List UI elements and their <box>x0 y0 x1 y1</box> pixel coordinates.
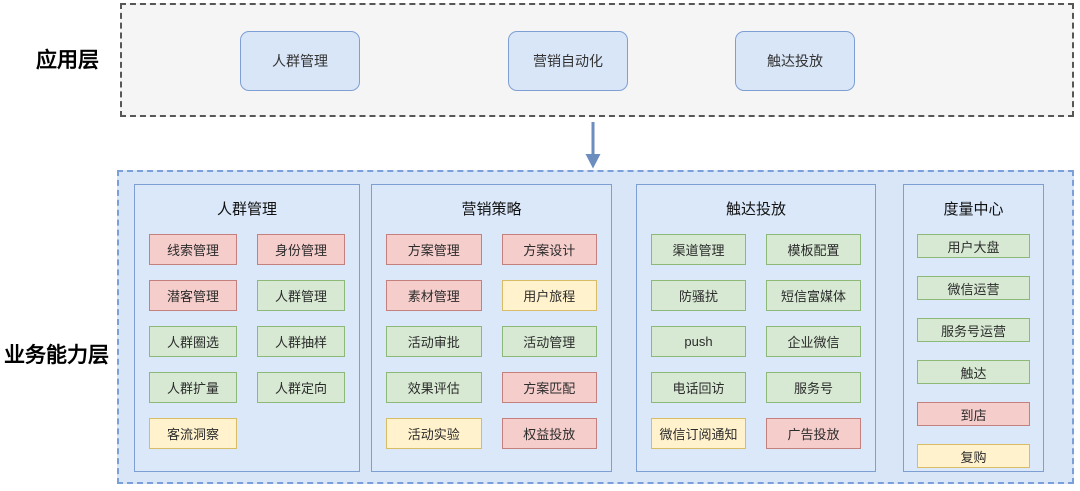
capability-item: push <box>651 326 746 357</box>
capability-item: 方案设计 <box>501 234 597 265</box>
capability-item: 素材管理 <box>386 280 482 311</box>
capability-item: 人群圈选 <box>149 326 237 357</box>
capability-item: 企业微信 <box>766 326 861 357</box>
capability-item: 微信订阅通知 <box>651 418 746 449</box>
down-arrow-icon <box>585 122 601 169</box>
capability-column: 人群管理线索管理身份管理潜客管理人群管理人群圈选人群抽样人群扩量人群定向客流洞察 <box>134 184 360 472</box>
capability-item: 复购 <box>917 444 1030 468</box>
capability-item: 人群抽样 <box>257 326 345 357</box>
capability-column: 营销策略方案管理方案设计素材管理用户旅程活动审批活动管理效果评估方案匹配活动实验… <box>371 184 612 472</box>
app-layer-label: 应用层 <box>36 49 99 72</box>
capability-item: 客流洞察 <box>149 418 237 449</box>
capability-item: 用户大盘 <box>917 234 1030 258</box>
capability-item: 微信运营 <box>917 276 1030 300</box>
capability-item: 服务号运营 <box>917 318 1030 342</box>
capability-item: 用户旅程 <box>501 280 597 311</box>
capability-items: 用户大盘微信运营服务号运营触达到店复购 <box>904 234 1043 468</box>
biz-layer-box: 人群管理线索管理身份管理潜客管理人群管理人群圈选人群抽样人群扩量人群定向客流洞察… <box>117 170 1074 484</box>
capability-item: 权益投放 <box>501 418 597 449</box>
capability-item: 线索管理 <box>149 234 237 265</box>
capability-item: 人群定向 <box>257 372 345 403</box>
capability-item: 广告投放 <box>766 418 861 449</box>
app-node: 营销自动化 <box>508 31 628 91</box>
capability-item: 潜客管理 <box>149 280 237 311</box>
capability-item: 服务号 <box>766 372 861 403</box>
capability-items: 线索管理身份管理潜客管理人群管理人群圈选人群抽样人群扩量人群定向客流洞察 <box>135 234 359 449</box>
capability-items: 方案管理方案设计素材管理用户旅程活动审批活动管理效果评估方案匹配活动实验权益投放 <box>372 234 611 449</box>
capability-column-title: 人群管理 <box>216 201 277 218</box>
capability-column-title: 触达投放 <box>725 201 786 218</box>
app-node: 触达投放 <box>735 31 855 91</box>
capability-item: 效果评估 <box>386 372 482 403</box>
capability-column-title: 度量中心 <box>943 201 1004 218</box>
biz-layer-label: 业务能力层 <box>4 344 109 367</box>
capability-item: 模板配置 <box>766 234 861 265</box>
capability-item: 方案管理 <box>386 234 482 265</box>
capability-column: 触达投放渠道管理模板配置防骚扰短信富媒体 push 企业微信电话回访服务号微信订阅通… <box>636 184 876 472</box>
capability-item: 电话回访 <box>651 372 746 403</box>
capability-item: 渠道管理 <box>651 234 746 265</box>
capability-column: 度量中心用户大盘微信运营服务号运营触达到店复购 <box>903 184 1044 472</box>
capability-item: 到店 <box>917 402 1030 426</box>
capability-item: 身份管理 <box>257 234 345 265</box>
capability-item: 方案匹配 <box>501 372 597 403</box>
capability-item: 人群管理 <box>257 280 345 311</box>
capability-column-title: 营销策略 <box>461 201 522 218</box>
capability-item: 活动管理 <box>501 326 597 357</box>
capability-items: 渠道管理模板配置防骚扰短信富媒体 push 企业微信电话回访服务号微信订阅通知广告投… <box>637 234 875 449</box>
capability-item: 活动审批 <box>386 326 482 357</box>
capability-item: 防骚扰 <box>651 280 746 311</box>
capability-item: 触达 <box>917 360 1030 384</box>
app-layer-box: 人群管理 营销自动化 触达投放 <box>120 3 1074 117</box>
capability-item: 短信富媒体 <box>766 280 861 311</box>
capability-item: 活动实验 <box>386 418 482 449</box>
capability-item: 人群扩量 <box>149 372 237 403</box>
app-node: 人群管理 <box>240 31 360 91</box>
